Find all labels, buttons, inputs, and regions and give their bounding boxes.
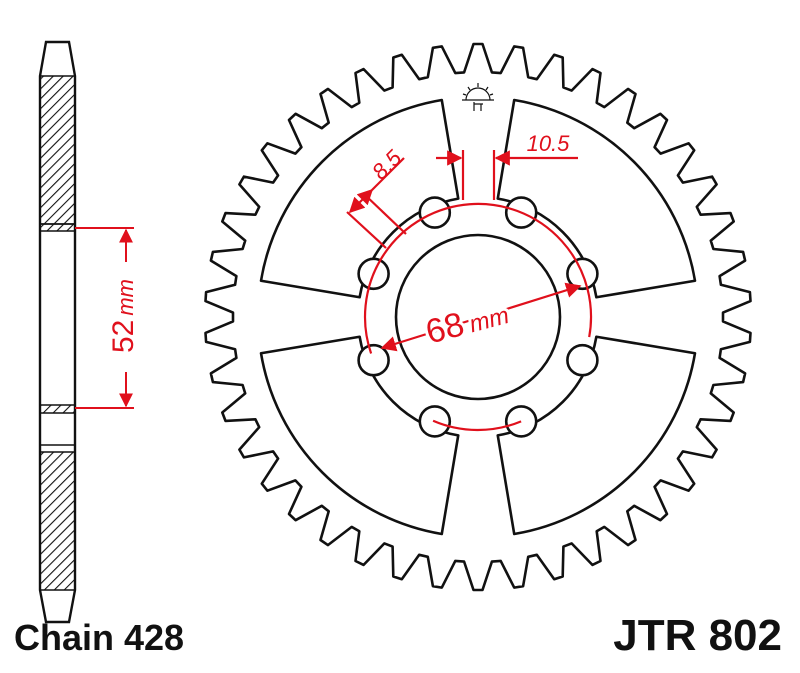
part-number: JTR 802 (613, 611, 782, 660)
side-view: 52 mm (38, 40, 140, 624)
side-view-hub-band-top (39, 223, 76, 232)
dimension-52-label: 52 mm (107, 279, 140, 353)
bolt-hole (357, 343, 390, 377)
side-view-tooth-hatch-top (39, 75, 76, 225)
pcd-leader (380, 282, 582, 352)
bolt-hole (504, 405, 538, 438)
hole-dim-leader (371, 157, 405, 191)
pcd-arc (363, 202, 593, 354)
hole-dim-line (348, 188, 374, 214)
dimension-52mm: 52 mm (75, 227, 140, 409)
hole-dim-ext-1 (346, 211, 387, 249)
side-view-tooth-hatch-bottom (39, 451, 76, 591)
dimension-52-unit: mm (113, 279, 138, 316)
sprocket-front-view: 68mm 8.5 10.5 (204, 42, 752, 592)
sprocket-dimensions (346, 150, 593, 432)
web-width-label: 10.5 (527, 131, 571, 156)
bolt-hole (566, 343, 599, 377)
sprocket-cutout (496, 335, 697, 536)
maker-logo-icon (462, 83, 494, 111)
sprocket-cutout (259, 335, 460, 536)
pcd-arc-bottom (432, 419, 522, 432)
sprocket-cutout (496, 98, 697, 299)
dimension-52-value: 52 (107, 320, 140, 353)
chain-label: Chain 428 (14, 617, 185, 658)
side-view-hub-band-bottom (39, 404, 76, 414)
